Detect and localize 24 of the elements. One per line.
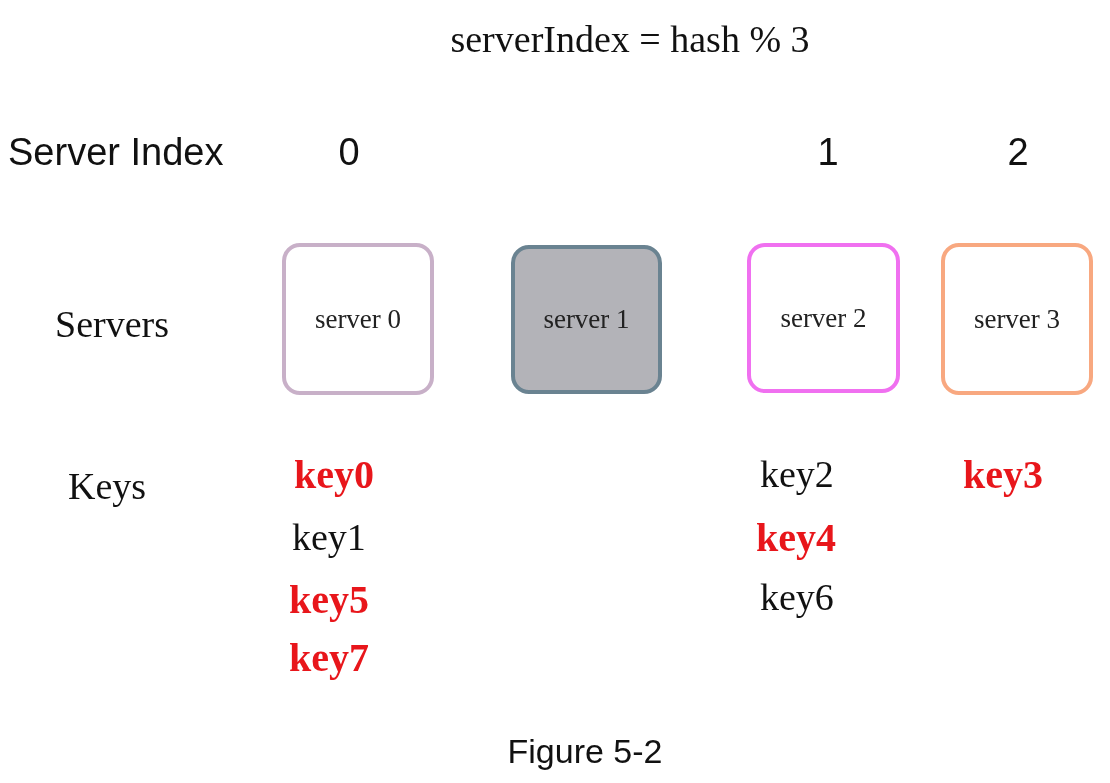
row-heading: Server Index (8, 132, 224, 174)
key-label: key7 (289, 636, 369, 680)
key-label: key2 (760, 454, 834, 496)
server-box (941, 243, 1093, 395)
key-label: key5 (289, 578, 369, 622)
row-heading: Keys (68, 466, 147, 508)
index-number: 2 (1007, 132, 1029, 174)
server-name: server 2 (780, 302, 867, 334)
formula-title: serverIndex = hash % 3 (450, 19, 810, 61)
server-name: server 1 (543, 304, 630, 335)
key-label: key3 (963, 453, 1043, 497)
key-label: key4 (756, 516, 836, 560)
key-label: key1 (292, 517, 366, 559)
key-label: key0 (294, 453, 374, 497)
server-name: server 3 (973, 303, 1061, 335)
server-box (511, 245, 662, 394)
key-label: key6 (760, 577, 834, 619)
row-heading: Servers (55, 304, 169, 346)
index-number: 0 (338, 132, 360, 174)
server-name: server 0 (314, 303, 402, 335)
server-box (747, 243, 900, 393)
server-box (282, 243, 434, 395)
figure-caption: Figure 5-2 (507, 733, 663, 771)
index-number: 1 (817, 132, 839, 174)
